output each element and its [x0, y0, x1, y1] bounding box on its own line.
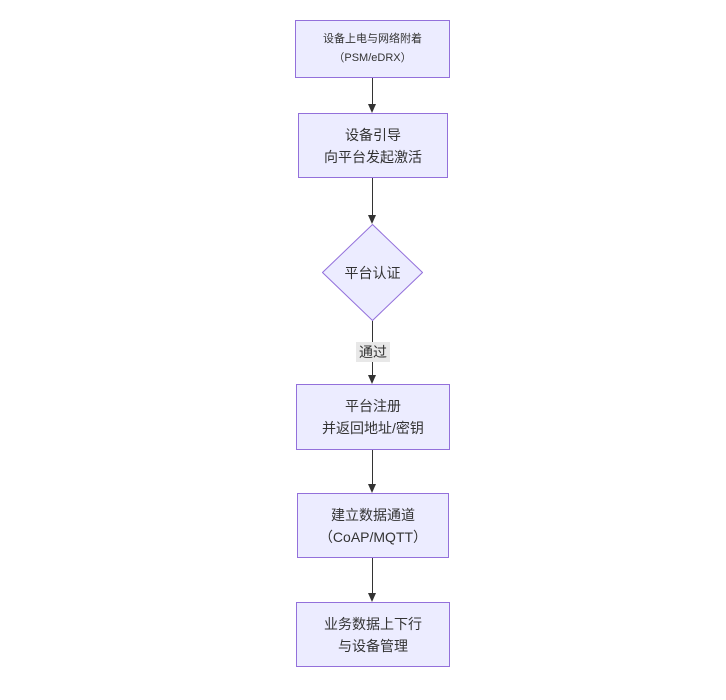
node-bootstrap: 设备引导 向平台发起激活	[298, 113, 448, 178]
arrowhead-icon	[368, 484, 376, 493]
node-register: 平台注册 并返回地址/密钥	[296, 384, 450, 450]
arrow-line	[372, 558, 373, 595]
arrow-line	[372, 450, 373, 486]
arrowhead-icon	[368, 104, 376, 113]
arrow-line	[372, 178, 373, 217]
node-channel: 建立数据通道 （CoAP/MQTT）	[297, 493, 449, 558]
node-text: 平台认证	[344, 264, 401, 281]
arrow-line	[372, 78, 373, 106]
arrowhead-icon	[368, 593, 376, 602]
node-text: （PSM/eDRX）	[333, 52, 412, 64]
node-text: 业务数据上下行	[324, 615, 422, 632]
edge-label-pass: 通过	[356, 342, 390, 362]
node-text: （CoAP/MQTT）	[318, 528, 428, 545]
arrowhead-icon	[368, 375, 376, 384]
node-text: 设备上电与网络附着	[323, 33, 422, 45]
node-text: 向平台发起激活	[324, 148, 422, 165]
node-text: 设备引导	[345, 126, 401, 143]
flow-arrow	[368, 450, 376, 493]
arrowhead-icon	[368, 215, 376, 224]
diamond-shape	[322, 224, 423, 321]
flow-arrow	[368, 178, 376, 224]
node-text: 建立数据通道	[331, 506, 415, 523]
node-text: 并返回地址/密钥	[322, 420, 424, 436]
node-auth-decision: 平台认证	[322, 224, 423, 321]
node-text: 平台注册	[345, 398, 401, 414]
flow-arrow	[368, 558, 376, 602]
node-business: 业务数据上下行 与设备管理	[296, 602, 450, 667]
flow-arrow	[368, 78, 376, 113]
node-power-attach: 设备上电与网络附着 （PSM/eDRX）	[295, 20, 450, 78]
node-text: 与设备管理	[338, 637, 408, 654]
